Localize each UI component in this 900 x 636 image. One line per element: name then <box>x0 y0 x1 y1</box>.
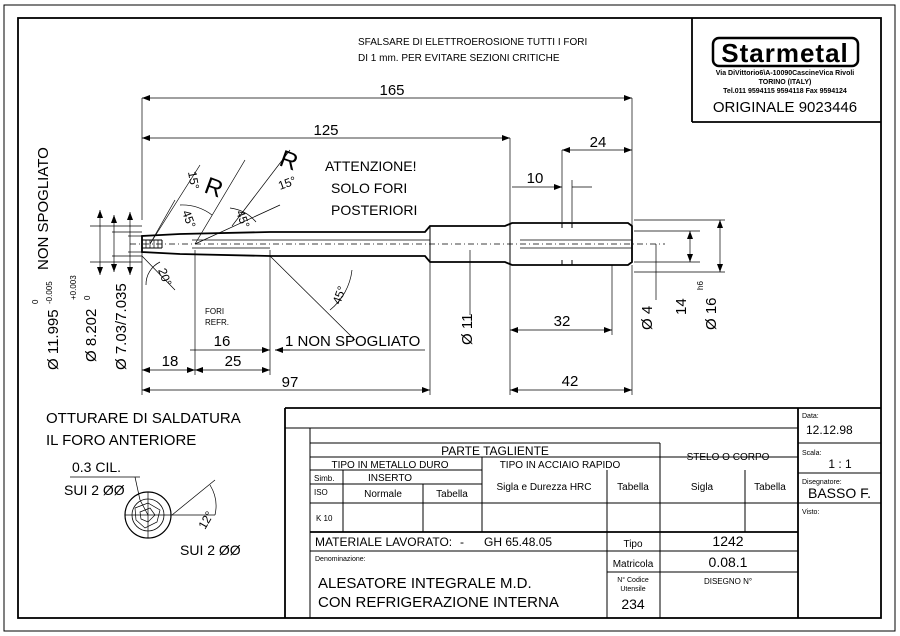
title-block: PARTE TAGLIENTE TIPO IN METALLO DURO TIP… <box>284 407 881 618</box>
tol-8202-up: +0.003 <box>69 275 78 300</box>
tol-h6: h6 <box>696 281 705 290</box>
dim-125: 125 <box>313 122 338 139</box>
simb-label: Simb. <box>314 474 334 483</box>
dia-8202: Ø 8.202 <box>83 309 100 362</box>
tol-8202-low: 0 <box>83 295 92 300</box>
tipo-value: 1242 <box>712 533 743 549</box>
company-phone: Tel.011 9594115 9594118 Fax 9594124 <box>723 88 847 95</box>
matricola-label: Matricola <box>613 559 654 570</box>
tol-11995-low: -0.005 <box>45 281 54 304</box>
tol-11995-up: 0 <box>31 299 40 304</box>
angle-20: 20° <box>155 266 174 288</box>
dimension-lines <box>90 95 725 395</box>
top-note-1: SFALSARE DI ELETTROEROSIONE TUTTI I FORI <box>358 37 587 48</box>
tabella-2: Tabella <box>617 482 649 493</box>
denominazione-label: Denominazione: <box>315 556 366 563</box>
angle-15-right: 15° <box>276 173 298 192</box>
attention-note-2: SOLO FORI <box>331 180 407 196</box>
materiale-dash: - <box>460 535 464 549</box>
dim-14: 14 <box>673 298 690 315</box>
holes-ref-2: REFR. <box>205 318 229 327</box>
tabella-1: Tabella <box>436 489 468 500</box>
top-note-2: DI 1 mm. PER EVITARE SEZIONI CRITICHE <box>358 53 560 64</box>
attention-note-3: POSTERIORI <box>331 202 417 218</box>
company-logo: Starmetal <box>721 38 849 68</box>
attention-note-1: ATTENZIONE! <box>325 158 417 174</box>
dim-25: 25 <box>225 353 242 370</box>
radius-right: R <box>276 145 302 176</box>
data-value: 12.12.98 <box>806 423 853 437</box>
front-hole-note-2: IL FORO ANTERIORE <box>46 432 196 449</box>
dia-703: Ø 7.03/7.035 <box>113 283 130 370</box>
dia-11995: Ø 11.995 <box>45 309 62 370</box>
materiale-value: GH 65.48.05 <box>484 535 552 549</box>
sui-right: SUI 2 ØØ <box>180 542 241 558</box>
dim-24: 24 <box>590 134 607 151</box>
end-view-detail <box>70 476 217 539</box>
sui-left: SUI 2 ØØ <box>64 482 125 498</box>
non-spogliato-bottom: 1 NON SPOGLIATO <box>285 333 420 350</box>
tabella-3: Tabella <box>754 482 786 493</box>
angle-45-c: 45° <box>330 284 349 306</box>
drawing-title-1: ALESATORE INTEGRALE M.D. <box>318 575 532 592</box>
data-label: Data: <box>802 413 819 420</box>
company-logo-box <box>711 36 860 68</box>
visto-label: Visto: <box>802 509 819 516</box>
dia-4: Ø 4 <box>639 306 656 330</box>
codice-label-1: N° Codice <box>617 576 649 584</box>
angle-45-b: 45° <box>233 208 252 230</box>
scala-value: 1 : 1 <box>828 457 852 471</box>
drawing-title-2: CON REFRIGERAZIONE INTERNA <box>318 594 559 611</box>
company-city: TORINO (ITALY) <box>759 79 812 86</box>
k10: K 10 <box>316 514 333 523</box>
dim-42: 42 <box>562 373 579 390</box>
sigla-durezza: Sigla e Durezza HRC <box>496 482 591 493</box>
front-hole-note-1: OTTURARE DI SALDATURA <box>46 410 241 427</box>
inner-frame <box>17 17 882 619</box>
inserto-label: INSERTO <box>368 473 412 484</box>
sigla: Sigla <box>691 482 714 493</box>
disegno-label: DISEGNO N° <box>704 577 752 586</box>
disegnatore-value: BASSO F. <box>808 485 871 501</box>
codice-value: 234 <box>621 596 645 612</box>
dia-16: Ø 16 <box>703 297 720 330</box>
codice-label-2: Utensile <box>620 586 645 593</box>
scala-label: Scala: <box>802 450 822 457</box>
angle-12: 12° <box>195 509 216 532</box>
company-address: Via DiVittorio6\A-10090CascineVica Rivol… <box>716 70 855 77</box>
tipo-metallo: TIPO IN METALLO DURO <box>331 460 448 471</box>
disegnatore-label: Disegnatore: <box>802 479 842 486</box>
dim-32: 32 <box>554 313 571 330</box>
materiale-label: MATERIALE LAVORATO: <box>315 535 452 549</box>
iso-label: ISO <box>314 488 328 497</box>
dim-97: 97 <box>282 374 299 391</box>
stelo: STELO O CORPO <box>687 452 770 463</box>
tool-profile <box>130 149 665 341</box>
dim-16: 16 <box>214 333 231 350</box>
cil-note: 0.3 CIL. <box>72 459 121 475</box>
non-spogliato-side: NON SPOGLIATO <box>35 147 52 270</box>
dim-18: 18 <box>162 353 179 370</box>
angle-15-left: 15° <box>185 170 202 190</box>
tipo-acciaio: TIPO IN ACCIAIO RAPIDO <box>500 460 621 471</box>
angle-45-a: 45° <box>179 208 198 230</box>
matricola-value: 0.08.1 <box>709 554 748 570</box>
dim-10: 10 <box>527 170 544 187</box>
parte-tagliente: PARTE TAGLIENTE <box>441 444 549 458</box>
dia-11: Ø 11 <box>459 314 476 345</box>
dim-165: 165 <box>379 82 404 99</box>
radius-left: R <box>201 172 227 203</box>
tipo-label: Tipo <box>623 539 643 550</box>
outer-frame <box>3 4 896 632</box>
original-number: ORIGINALE 9023446 <box>713 99 857 116</box>
company-block: Starmetal Via DiVittorio6\A-10090Cascine… <box>691 18 881 123</box>
holes-ref-1: FORI <box>205 307 224 316</box>
normale-label: Normale <box>364 489 402 500</box>
